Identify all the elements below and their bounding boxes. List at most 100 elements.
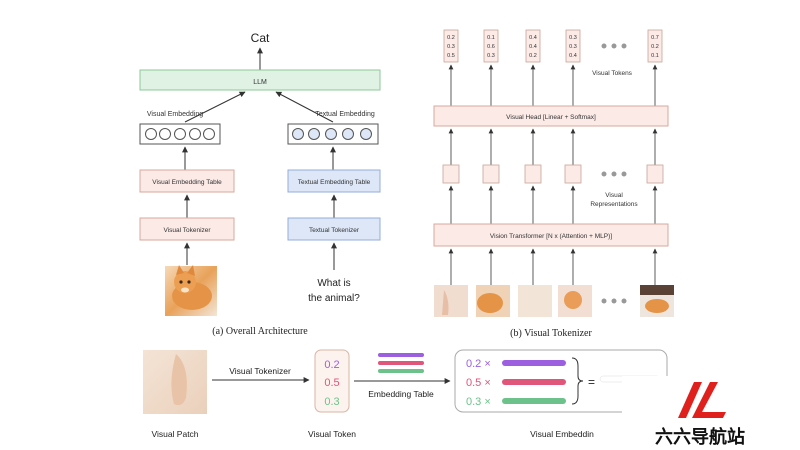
llm-label: LLM	[253, 79, 267, 86]
token-value-purple: 0.2	[324, 359, 339, 371]
token-column: 0.1 0.6 0.3	[483, 29, 499, 63]
weighted-bar-green	[502, 398, 566, 404]
image-patch	[434, 285, 468, 317]
token-prob: 0.1	[651, 53, 659, 59]
ellipsis-dot	[601, 43, 607, 49]
visual-embedding-label: Visual Embedding	[147, 111, 203, 118]
token-box	[647, 29, 663, 63]
representation-cell	[564, 164, 582, 184]
logo-stroke	[692, 382, 726, 418]
representation-cell	[524, 164, 542, 184]
caption-visual-tokenizer: (b) Visual Tokenizer	[510, 328, 592, 339]
token-column: 0.3 0.3 0.4	[565, 29, 581, 63]
token-box	[483, 29, 499, 63]
token-prob: 0.4	[529, 44, 537, 50]
panel-visual-tokenizer: 0.2 0.3 0.5 0.1 0.6 0.3 0.4 0.4 0.2 0.3 …	[433, 29, 674, 339]
embedding-cell	[145, 128, 157, 140]
embedding-cell	[159, 128, 171, 140]
token-prob: 0.2	[447, 35, 455, 41]
embedding-cell	[174, 128, 186, 140]
token-value-pink: 0.5	[324, 377, 339, 389]
output-label: Cat	[251, 31, 270, 45]
weighted-bar-pink	[502, 379, 566, 385]
embedding-bar-pink	[378, 361, 424, 365]
token-prob: 0.1	[487, 35, 495, 41]
visual-representations-line-2: Representations	[590, 201, 638, 208]
ellipsis-dot	[611, 298, 617, 304]
image-patch	[476, 285, 510, 317]
visual-embedding-result-label: Visual Embeddin	[530, 429, 594, 439]
weight-green: 0.3 ×	[466, 396, 491, 408]
question-line-1: What is	[317, 278, 350, 289]
image-patch	[558, 285, 592, 317]
embedding-cell	[325, 128, 337, 140]
token-ellipsis	[601, 43, 627, 49]
cat-eye	[179, 280, 183, 284]
cat-image	[165, 265, 217, 316]
token-prob: 0.3	[487, 53, 495, 59]
logo-stroke	[678, 382, 702, 418]
ellipsis-dot	[601, 171, 607, 177]
textual-to-llm-arrow	[275, 91, 334, 123]
caption-overall-architecture: (a) Overall Architecture	[212, 326, 308, 337]
patch-detail	[477, 293, 503, 313]
embedding-bar-green	[378, 369, 424, 373]
llm-box	[139, 69, 381, 91]
panel-embedding-flow: Visual Patch Visual Tokenizer 0.2 0.5 0.…	[143, 349, 668, 439]
watermark-logo: 六六导航站	[622, 376, 800, 450]
textual-embedding-label: Textual Embedding	[315, 111, 375, 118]
patch-photo	[434, 285, 468, 317]
ellipsis-dot	[611, 43, 617, 49]
ellipsis-dot	[621, 298, 627, 304]
representation-cell	[442, 164, 460, 184]
embedding-cell	[292, 128, 304, 140]
cat-head	[174, 271, 196, 293]
ll-logo-icon	[678, 382, 726, 418]
token-prob: 0.2	[651, 44, 659, 50]
token-prob: 0.5	[447, 53, 455, 59]
ellipsis-dot	[621, 171, 627, 177]
weight-pink: 0.5 ×	[466, 377, 491, 389]
token-prob: 0.3	[569, 35, 577, 41]
patch-detail	[640, 285, 674, 295]
ellipsis-dot	[601, 298, 607, 304]
token-prob: 0.4	[569, 53, 577, 59]
patch-detail	[645, 299, 669, 313]
embedding-cell	[203, 128, 215, 140]
token-box	[443, 29, 459, 63]
visual-tokens-label: Visual Tokens	[592, 70, 633, 77]
representation-cell	[646, 164, 664, 184]
embedding-bar-purple	[378, 353, 424, 357]
visual-embedding-table-label: Visual Embedding Table	[152, 179, 222, 186]
embedding-table-icon	[378, 353, 424, 373]
token-prob: 0.4	[529, 35, 537, 41]
representation-ellipsis	[601, 171, 627, 177]
token-prob: 0.3	[569, 44, 577, 50]
token-column: 0.4 0.4 0.2	[525, 29, 541, 63]
visual-tokenizer-label: Visual Tokenizer	[163, 227, 211, 234]
visual-representations-line-1: Visual	[605, 192, 623, 199]
watermark-text: 六六导航站	[655, 426, 745, 447]
cat-ear	[176, 265, 184, 275]
image-patch	[640, 285, 674, 317]
embedding-cell	[360, 128, 372, 140]
weighted-bar-purple	[502, 360, 566, 366]
visual-patch-label: Visual Patch	[151, 429, 198, 439]
question-line-2: the animal?	[308, 293, 360, 304]
weight-purple: 0.2 ×	[466, 358, 491, 370]
panel-overall-architecture: Cat LLM Visual Embedding Textual Embeddi…	[139, 31, 381, 337]
cat-muzzle	[181, 287, 189, 293]
ellipsis-dot	[611, 171, 617, 177]
cat-ear	[187, 265, 195, 276]
visual-to-llm-arrow	[184, 91, 246, 123]
visual-embedding-vector	[139, 123, 221, 145]
patch-ellipsis	[601, 298, 627, 304]
visual-tokenizer-box	[139, 217, 235, 241]
visual-patch-image	[143, 350, 207, 414]
ellipsis-dot	[621, 43, 627, 49]
patch-detail	[442, 290, 449, 315]
vision-transformer-label: Vision Transformer [N x (Attention + MLP…	[490, 233, 612, 240]
visual-head-box	[433, 105, 669, 127]
visual-embedding-table-box	[139, 169, 235, 193]
